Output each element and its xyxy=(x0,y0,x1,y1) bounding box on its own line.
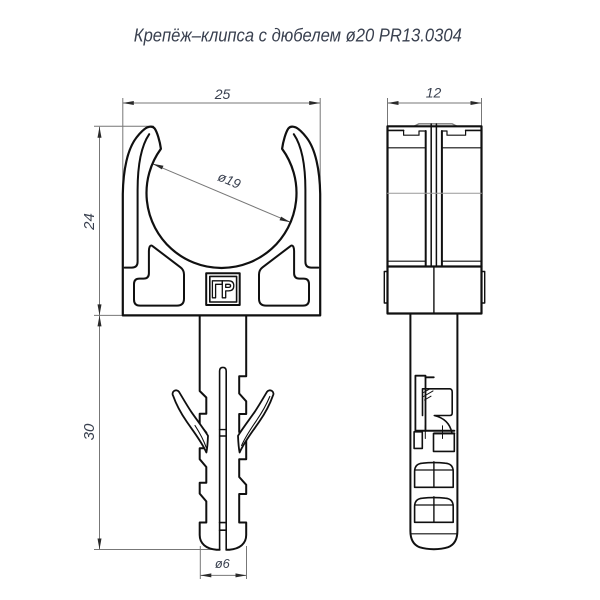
svg-text:24: 24 xyxy=(81,213,98,231)
svg-text:Крепёж–клипса с дюбелем ø20 PR: Крепёж–клипса с дюбелем ø20 PR13.0304 xyxy=(134,24,462,45)
svg-text:12: 12 xyxy=(426,85,442,101)
svg-text:25: 25 xyxy=(214,86,231,102)
svg-text:ø6: ø6 xyxy=(215,556,231,571)
svg-text:30: 30 xyxy=(81,423,98,440)
